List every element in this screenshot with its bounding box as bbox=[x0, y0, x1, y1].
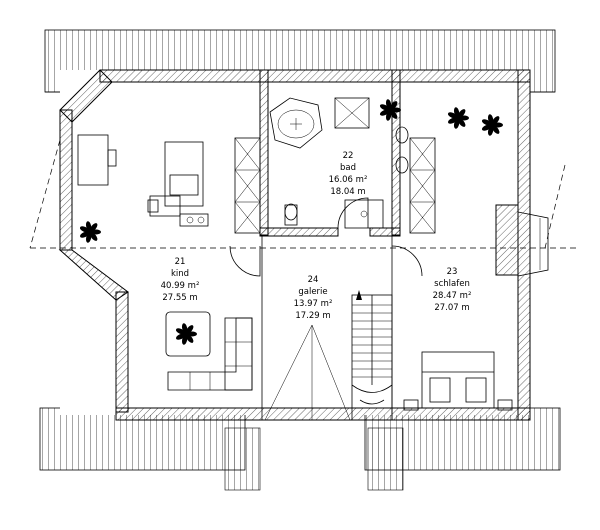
room-name-kind: kind bbox=[171, 269, 189, 279]
wardrobe-left bbox=[234, 137, 261, 234]
wardrobe-right bbox=[409, 137, 436, 234]
coffee-table bbox=[165, 311, 211, 357]
room-label-schlafen: 23 schlafen 28.47 m² 27.07 m bbox=[433, 267, 472, 313]
room-name-bad: bad bbox=[340, 163, 356, 173]
wardrobes bbox=[234, 137, 436, 234]
room-perimeter-schlafen: 27.07 m bbox=[434, 303, 469, 313]
bed-kind bbox=[147, 141, 209, 227]
toilet bbox=[284, 203, 298, 226]
room-number-kind: 21 bbox=[175, 257, 186, 267]
room-number-bad: 22 bbox=[343, 151, 354, 161]
room-number-galerie: 24 bbox=[308, 275, 319, 285]
sofa-kind bbox=[167, 317, 253, 391]
entry-steps bbox=[224, 427, 404, 491]
doors bbox=[229, 197, 423, 277]
room-label-galerie: 24 galerie 13.97 m² 17.29 m bbox=[294, 275, 333, 321]
plant-icon bbox=[175, 323, 197, 345]
room-area-kind: 40.99 m² bbox=[161, 281, 200, 291]
room-name-schlafen: schlafen bbox=[434, 279, 470, 289]
plant-icon bbox=[447, 107, 469, 129]
plant-icons bbox=[79, 99, 503, 345]
plant-icon bbox=[79, 221, 101, 243]
room-name-galerie: galerie bbox=[298, 287, 327, 297]
bed-schlafen bbox=[403, 351, 513, 411]
dormer-window bbox=[495, 204, 549, 277]
room-perimeter-galerie: 17.29 m bbox=[295, 311, 330, 321]
exterior-walls bbox=[58, 69, 531, 421]
plant-icon bbox=[379, 99, 401, 121]
room-number-schlafen: 23 bbox=[447, 267, 458, 277]
desk bbox=[77, 134, 117, 186]
room-area-bad: 16.06 m² bbox=[329, 175, 368, 185]
washbasins bbox=[395, 126, 409, 174]
room-perimeter-bad: 18.04 m bbox=[330, 187, 365, 197]
shower-skylight bbox=[334, 97, 370, 129]
room-label-kind: 21 kind 40.99 m² 27.55 m bbox=[161, 257, 200, 303]
plant-icon bbox=[481, 114, 503, 136]
staircase bbox=[351, 290, 393, 421]
room-area-schlafen: 28.47 m² bbox=[433, 291, 472, 301]
room-perimeter-kind: 27.55 m bbox=[162, 293, 197, 303]
bathtub bbox=[269, 97, 323, 149]
room-area-galerie: 13.97 m² bbox=[294, 299, 333, 309]
shower-tray bbox=[344, 199, 384, 229]
room-label-bad: 22 bad 16.06 m² 18.04 m bbox=[329, 151, 368, 197]
